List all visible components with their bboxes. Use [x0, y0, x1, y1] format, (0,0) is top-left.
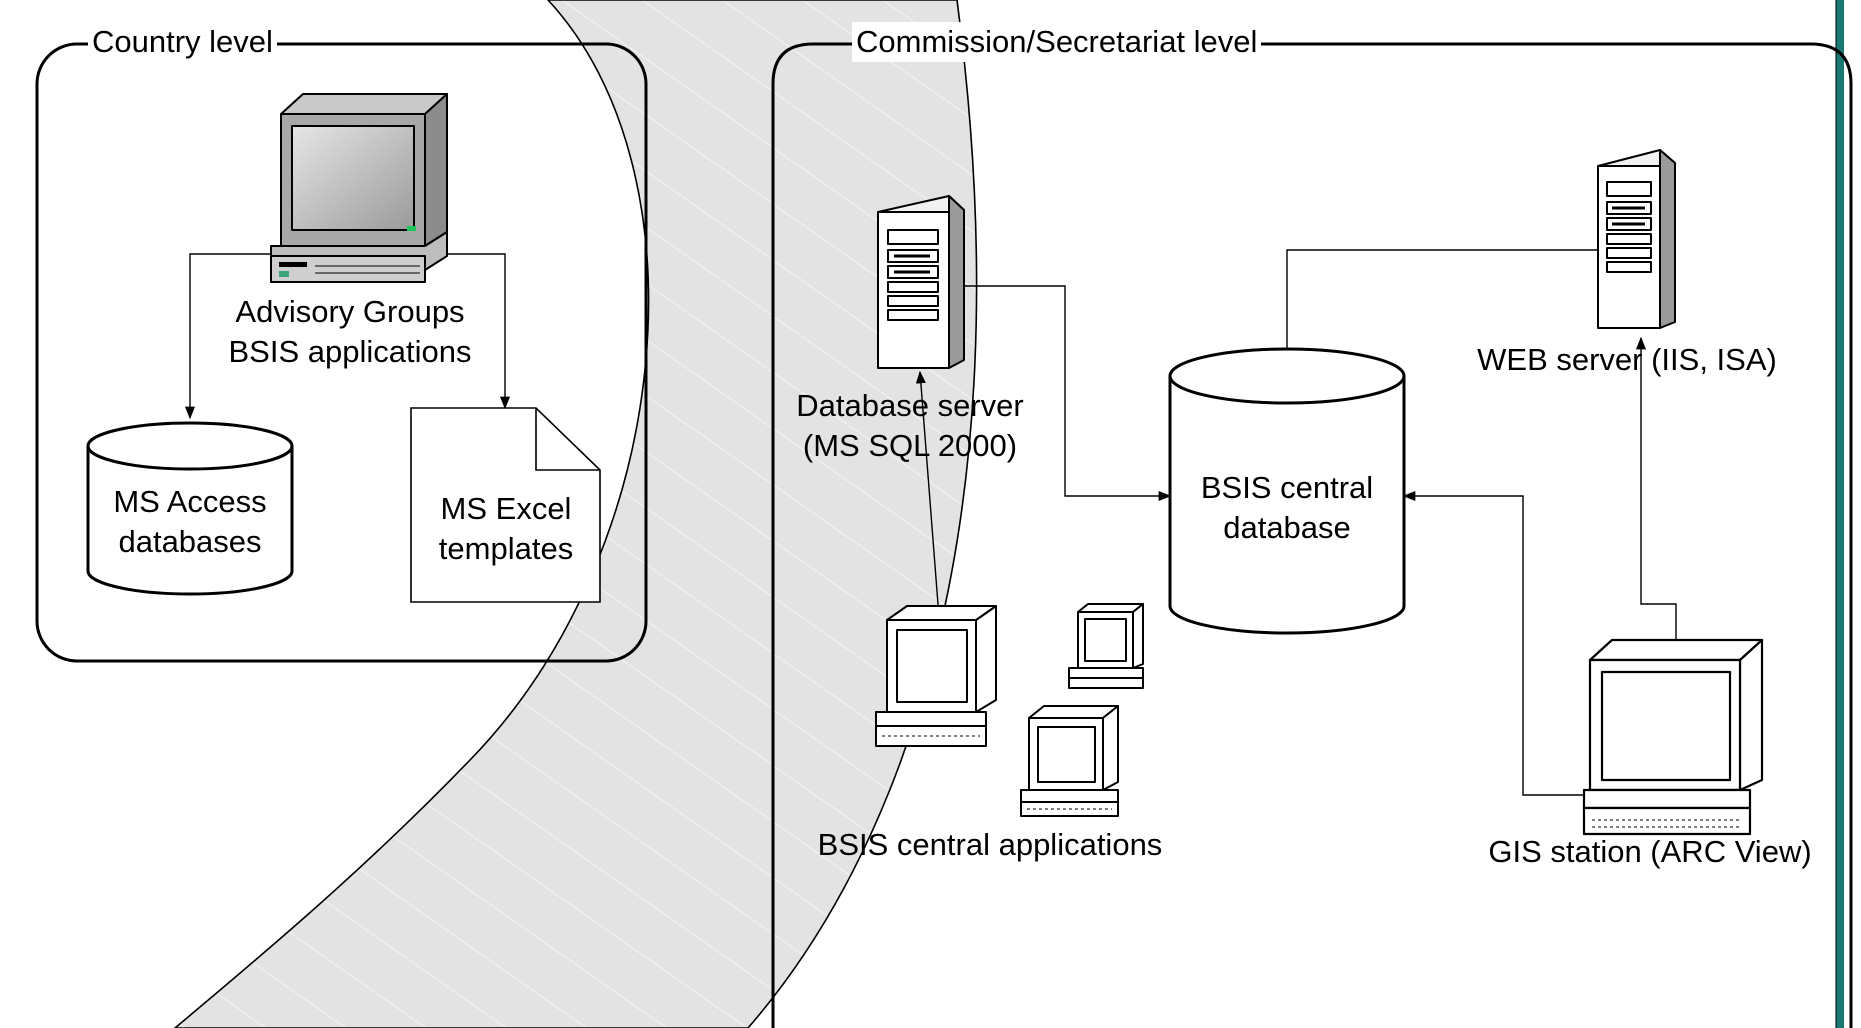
gis-workstation-icon [1582, 638, 1764, 836]
advisory-pc-label-line1: Advisory Groups [235, 294, 465, 329]
excel-templates-label-line2: templates [438, 531, 574, 566]
central-db-label-line2: database [1223, 510, 1351, 545]
central-db-label-line1: BSIS central [1200, 470, 1374, 505]
web-server-icon [1597, 149, 1676, 329]
access-db-label: MS Access databases [90, 482, 290, 562]
advisory-pc-label-line2: BSIS applications [228, 334, 472, 369]
central-db-label: BSIS central database [1172, 468, 1402, 548]
connector-gis-to-central [1402, 490, 1590, 796]
connector-gis-to-web [1635, 336, 1677, 648]
connector-dbserver-to-central [948, 285, 1172, 502]
excel-templates-label: MS Excel templates [413, 489, 599, 569]
connectors [184, 249, 1677, 796]
access-db-label-line2: databases [118, 524, 262, 559]
access-db-label-line1: MS Access [113, 484, 267, 519]
country-frame [35, 42, 648, 663]
connector-apps-to-dbserver [915, 370, 941, 631]
database-server-label-line1: Database server [796, 388, 1024, 423]
access-db-icon [86, 421, 294, 596]
excel-templates-label-line1: MS Excel [440, 491, 572, 526]
central-apps-label: BSIS central applications [817, 827, 1163, 862]
connector-web-to-central [1281, 249, 1600, 374]
gis-station-label: GIS station (ARC View) [1488, 834, 1812, 869]
commission-frame-title: Commission/Secretariat level [852, 22, 1262, 62]
country-frame-title: Country level [88, 22, 277, 62]
web-server-label: WEB server (IIS, ISA) [1477, 342, 1777, 377]
central-apps-workstation-2 [1068, 603, 1144, 689]
commission-frame [771, 42, 1853, 1028]
central-apps-workstation-3 [1020, 705, 1119, 817]
advisory-pc-icon [270, 93, 448, 283]
central-apps-workstation-1 [875, 605, 997, 747]
advisory-pc-label: Advisory Groups BSIS applications [210, 292, 490, 372]
database-server-label: Database server (MS SQL 2000) [770, 386, 1050, 466]
database-server-label-line2: (MS SQL 2000) [802, 428, 1018, 463]
connector-pc-to-excel [438, 253, 511, 410]
central-db-icon [1168, 347, 1406, 635]
database-server-icon [877, 195, 965, 369]
teal-edge [1836, 0, 1844, 1028]
excel-document-icon [410, 407, 601, 603]
connector-pc-to-access [184, 253, 272, 420]
